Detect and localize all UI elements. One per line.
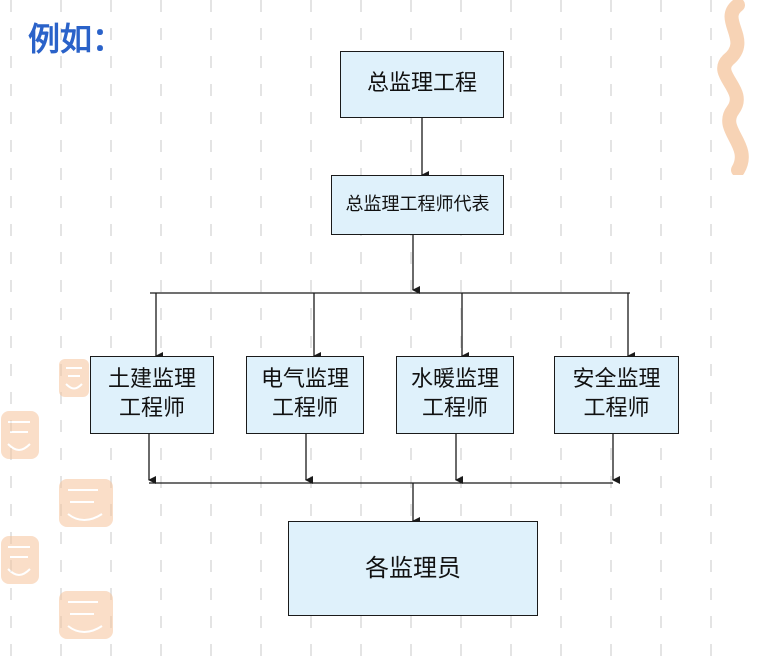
node-supervisors: 各监理员 xyxy=(288,521,538,616)
node-civil-engineer-line1: 土建监理 xyxy=(107,367,196,393)
node-deputy-engineer-label: 总监理工程师代表 xyxy=(345,194,490,216)
node-electrical-engineer-line2: 工程师 xyxy=(271,396,338,421)
seal-watermark-icon xyxy=(1,411,39,459)
node-electrical-engineer-line1: 电气监理 xyxy=(260,367,349,393)
node-chief-engineer-label: 总监理工程 xyxy=(366,71,477,97)
node-electrical-engineer: 电气监理 工程师 xyxy=(246,356,364,434)
node-safety-engineer-line2: 工程师 xyxy=(583,396,650,421)
node-supervisors-label: 各监理员 xyxy=(365,553,461,582)
node-civil-engineer-line2: 工程师 xyxy=(118,396,185,421)
node-chief-engineer: 总监理工程 xyxy=(340,51,504,118)
node-hvac-engineer-line1: 水暖监理 xyxy=(410,367,499,393)
seal-watermark-icon xyxy=(717,0,749,175)
node-safety-engineer: 安全监理 工程师 xyxy=(554,356,679,434)
seal-watermark-icon xyxy=(59,359,89,397)
page-heading: 例如： xyxy=(28,20,125,58)
node-hvac-engineer-line2: 工程师 xyxy=(421,396,488,421)
seal-watermark-icon xyxy=(59,479,113,527)
seal-watermark-icon xyxy=(59,591,113,639)
node-hvac-engineer: 水暖监理 工程师 xyxy=(396,356,514,434)
node-safety-engineer-line1: 安全监理 xyxy=(572,367,661,393)
node-civil-engineer: 土建监理 工程师 xyxy=(90,356,214,434)
seal-watermark-icon xyxy=(1,536,39,584)
node-deputy-engineer: 总监理工程师代表 xyxy=(331,175,504,235)
